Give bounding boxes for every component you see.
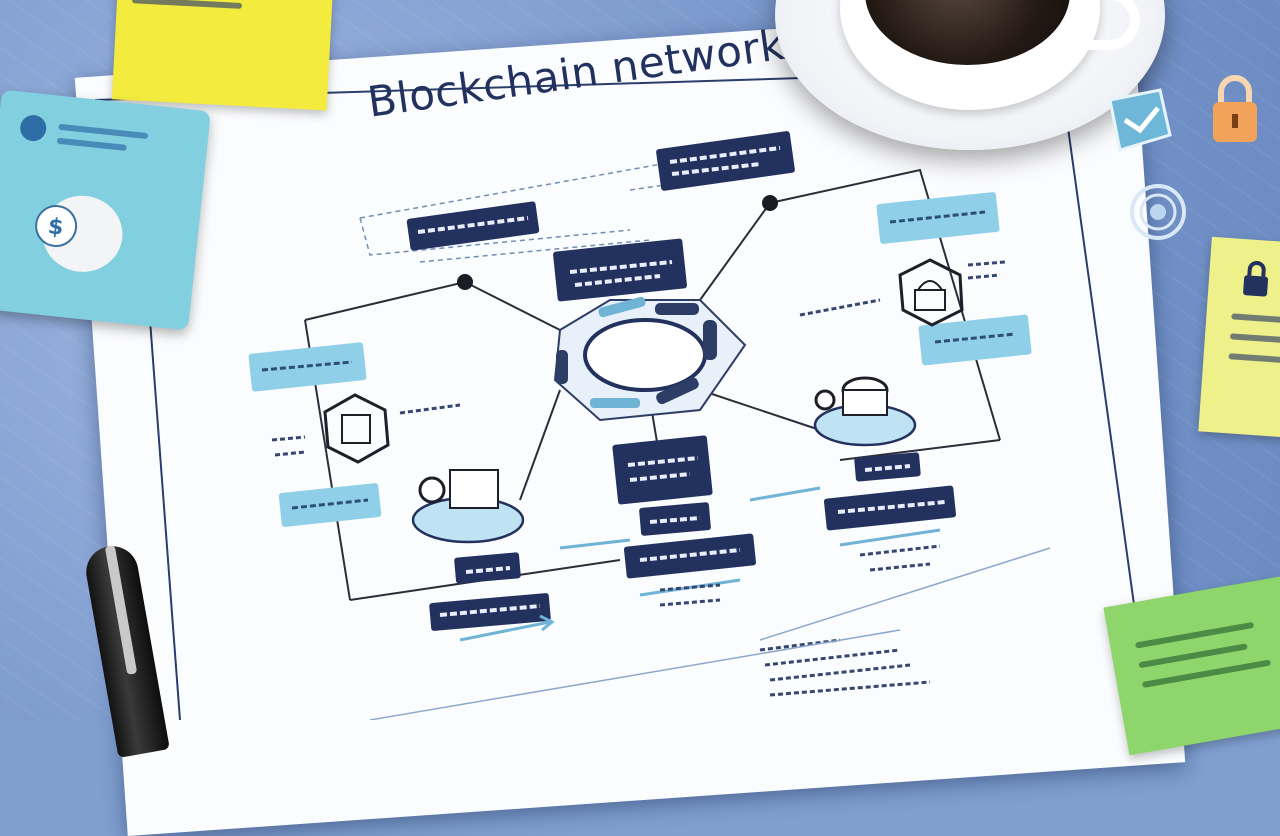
payment-card: $ <box>0 89 211 331</box>
dollar-coin-icon: $ <box>35 195 123 272</box>
scribble <box>56 137 127 151</box>
padlock-icon <box>1243 260 1269 297</box>
server-icon <box>411 469 525 544</box>
scribble <box>1138 643 1248 669</box>
blue-label-text-marks <box>261 210 1016 510</box>
cube-lock-icon <box>323 258 964 464</box>
coffee-cup-handle <box>1080 0 1140 50</box>
sticky-note-yellow-right <box>1198 236 1280 439</box>
database-icon <box>813 376 917 447</box>
scribble <box>1228 353 1280 364</box>
sticky-note-yellow <box>111 0 334 111</box>
globe-icon <box>20 115 47 142</box>
chain-ring-icon <box>553 296 747 422</box>
scribble <box>1231 313 1280 324</box>
shield-icon <box>1108 88 1172 152</box>
network-diagram <box>94 68 1151 720</box>
scribble <box>131 0 243 9</box>
text-marks <box>271 260 1006 697</box>
arrows <box>459 486 941 642</box>
fingerprint-icon <box>1130 184 1186 240</box>
padlock-icon-orange <box>1213 75 1257 142</box>
node-dot <box>457 274 473 290</box>
label-text-marks <box>417 146 946 617</box>
doc-frame-line-left <box>149 319 181 720</box>
node-dot <box>762 195 778 211</box>
scribble <box>1229 333 1280 344</box>
scribble <box>58 123 149 140</box>
svg-text:$: $ <box>47 214 65 240</box>
